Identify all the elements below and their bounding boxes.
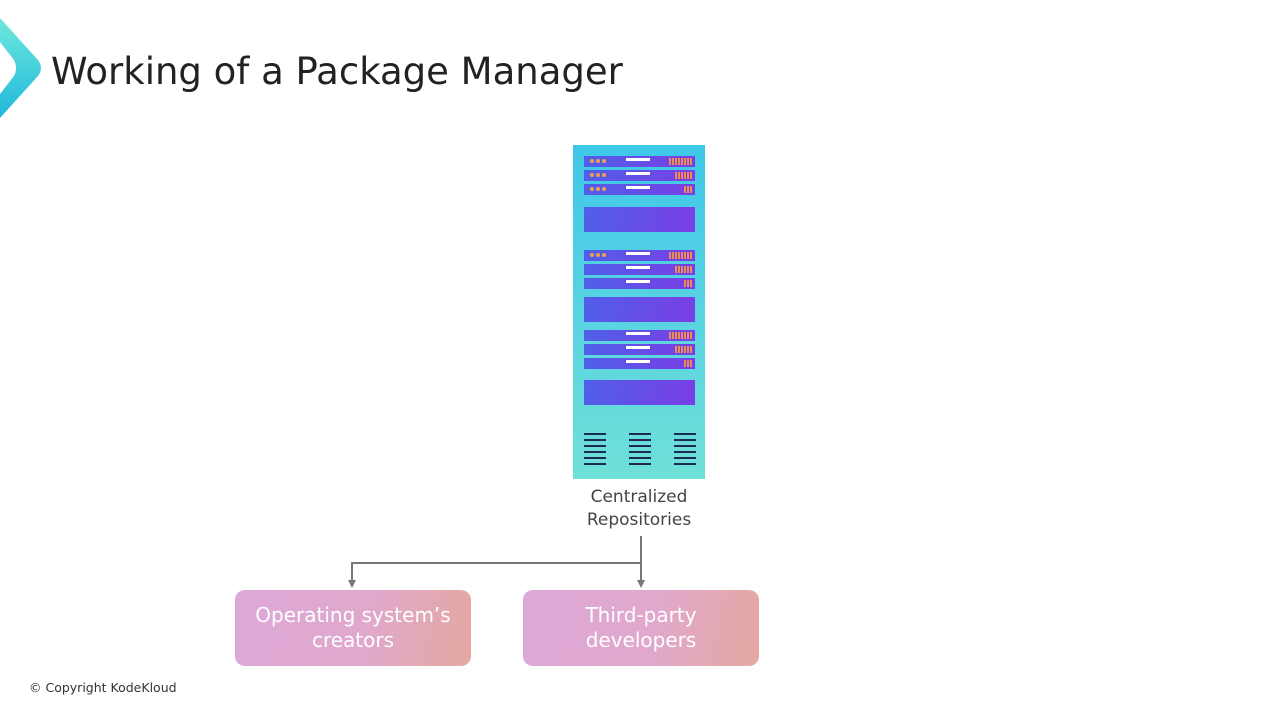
server-unit [584,358,695,369]
drive-slot [626,252,650,255]
server-unit [584,264,695,275]
server-unit [584,278,695,289]
server-panel [584,297,695,322]
page-title: Working of a Package Manager [51,50,623,93]
vent-lines [675,266,692,273]
os-creators-box: Operating system’s creators [235,590,471,666]
server-unit [584,250,695,261]
vent-lines [669,252,692,259]
server-panel [584,380,695,405]
grill-column [629,433,651,469]
server-unit [584,344,695,355]
vent-lines [684,360,692,367]
status-lights [590,253,610,258]
status-lights [590,159,610,164]
server-panel [584,207,695,232]
server-unit [584,184,695,195]
arrowhead-third-party [637,580,645,588]
vent-lines [669,158,692,165]
server-unit [584,156,695,167]
status-lights [590,187,610,192]
server-rack-icon [573,145,705,479]
drive-slot [626,332,650,335]
copyright-text: © Copyright KodeKloud [29,680,177,695]
kodekloud-logo-icon [0,18,41,118]
drive-slot [626,346,650,349]
drive-slot [626,360,650,363]
os-creators-line2: creators [311,628,395,652]
third-party-line2: developers [585,628,697,652]
vent-lines [675,172,692,179]
vent-lines [669,332,692,339]
server-unit [584,170,695,181]
drive-slot [626,186,650,189]
drive-slot [626,280,650,283]
source-label-line1: Centralized [590,487,688,507]
third-party-developers-box: Third-party developers [523,590,759,666]
grill-column [584,433,606,469]
source-label-line2: Repositories [586,510,692,530]
os-creators-line1: Operating system’s [255,603,451,627]
third-party-line1: Third-party [585,603,697,627]
vent-lines [684,280,692,287]
drive-slot [626,172,650,175]
ventilation-grills [584,433,696,471]
drive-slot [626,158,650,161]
grill-column [674,433,696,469]
vent-lines [684,186,692,193]
status-lights [590,173,610,178]
drive-slot [626,266,650,269]
arrowhead-os-creators [348,580,356,588]
centralized-repositories-label: Centralized Repositories [568,486,710,532]
server-unit [584,330,695,341]
vent-lines [675,346,692,353]
